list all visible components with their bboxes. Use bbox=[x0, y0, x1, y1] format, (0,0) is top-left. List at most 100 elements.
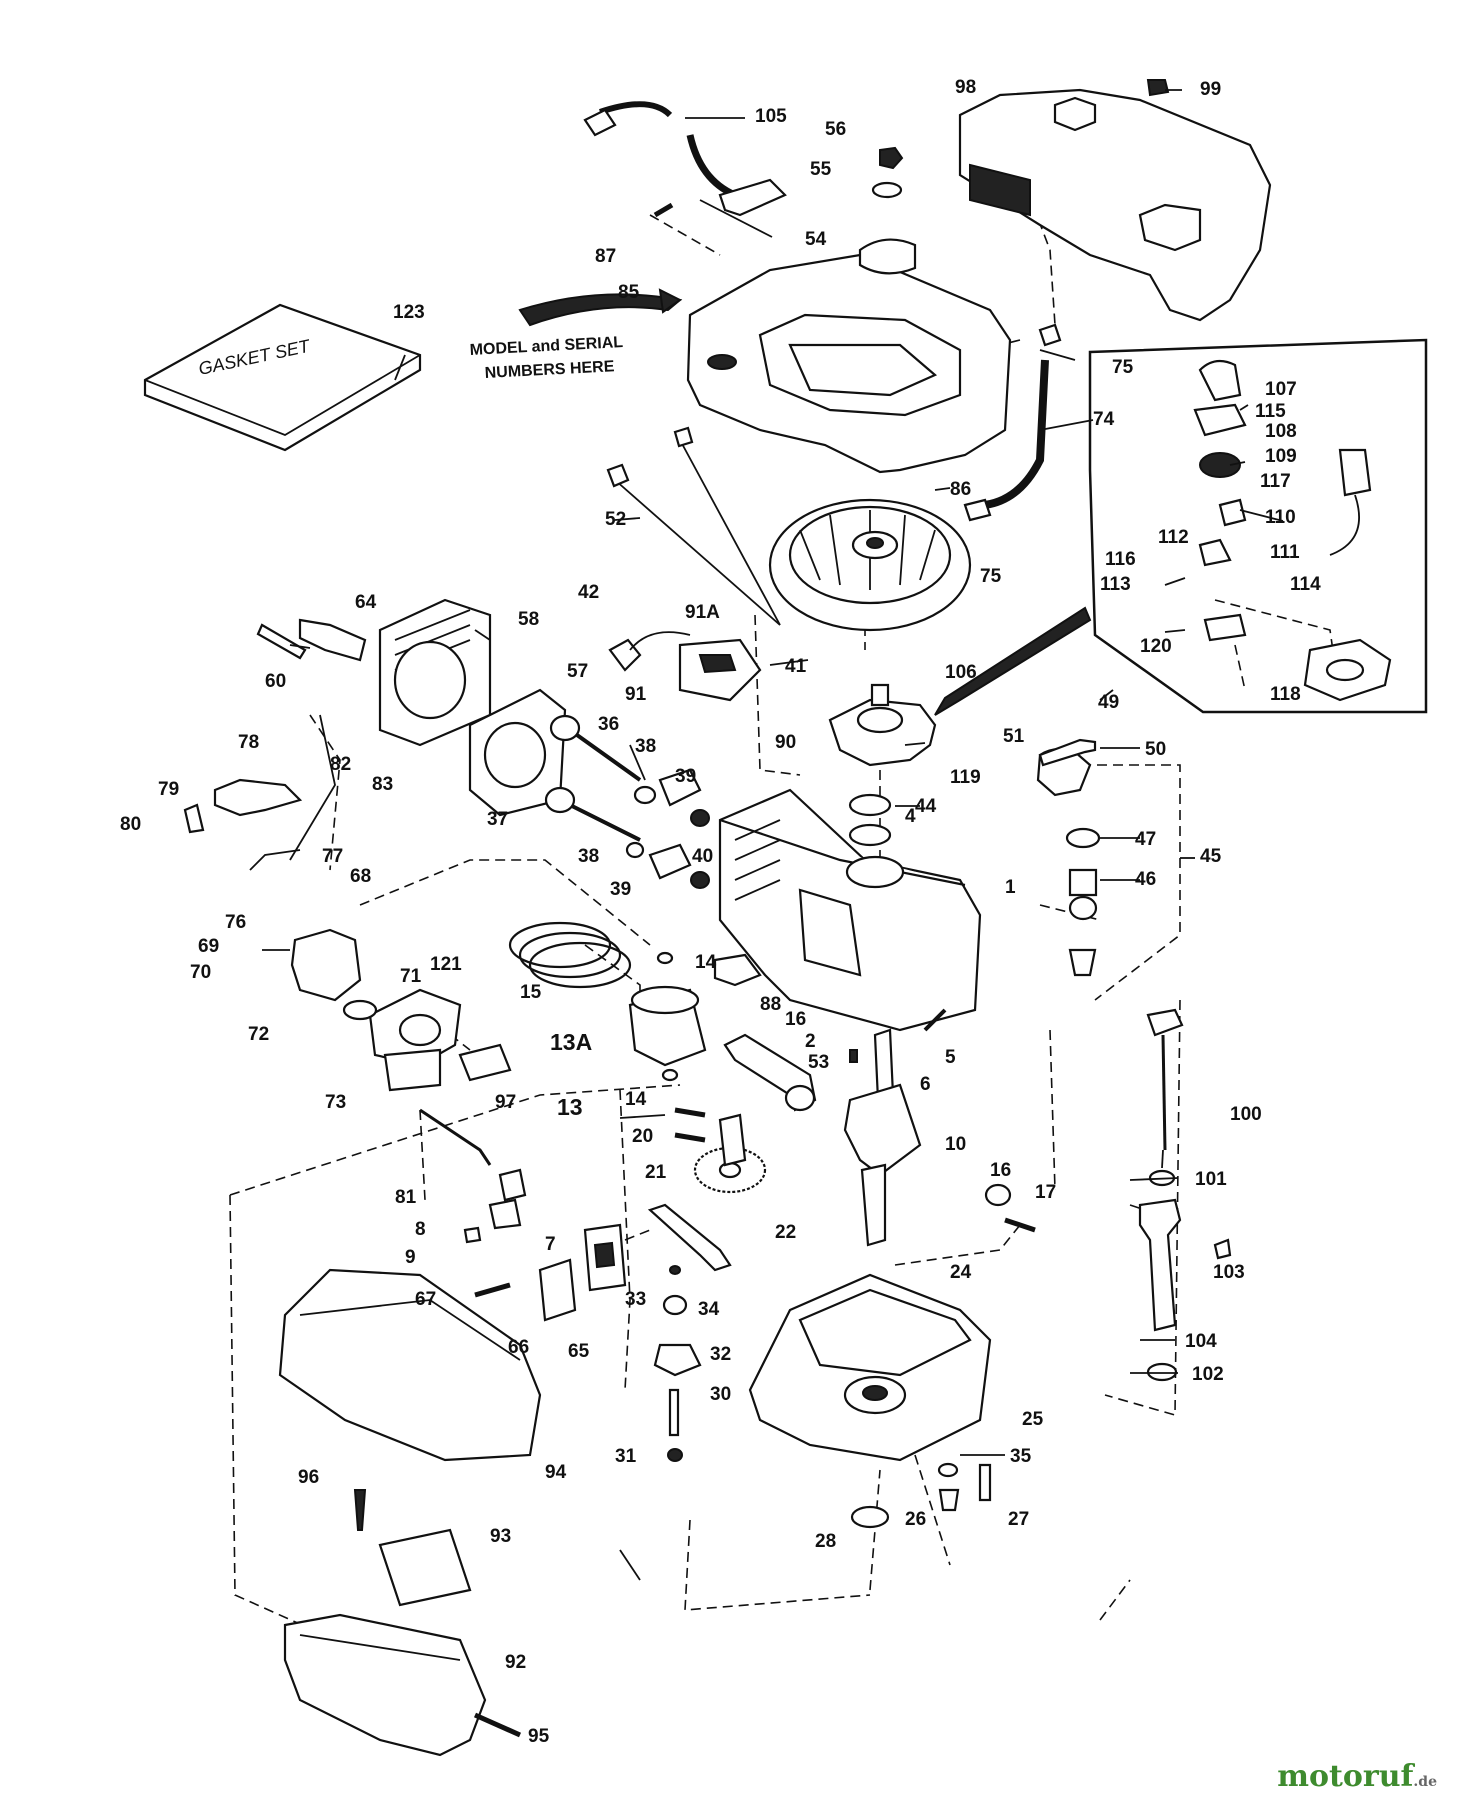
air-filter-element bbox=[378, 1528, 472, 1607]
part-label: 101 bbox=[1195, 1169, 1227, 1190]
part-label: 80 bbox=[120, 814, 141, 835]
label-leaders bbox=[262, 89, 1284, 1581]
governor-parts bbox=[419, 1108, 527, 1244]
part-label: 36 bbox=[598, 714, 619, 735]
part-label: 4 bbox=[905, 806, 916, 827]
fuel-pipe bbox=[1038, 738, 1097, 767]
part-label: 57 bbox=[567, 661, 588, 682]
part-label: 68 bbox=[350, 866, 371, 887]
head-gasket bbox=[468, 688, 567, 817]
part-label: 90 bbox=[775, 732, 796, 753]
part-label: 14 bbox=[625, 1089, 647, 1110]
part-label: 42 bbox=[578, 582, 599, 603]
part-label: 108 bbox=[1265, 421, 1297, 442]
part-label: 103 bbox=[1213, 1262, 1245, 1283]
part-label: 58 bbox=[518, 609, 539, 630]
air-cleaner-base bbox=[283, 1613, 522, 1757]
fuel-tank bbox=[958, 88, 1272, 322]
breather bbox=[713, 953, 762, 987]
crankcase-sump bbox=[748, 1273, 992, 1462]
part-label: 85 bbox=[618, 282, 640, 303]
part-label: 91 bbox=[625, 684, 647, 705]
dipstick bbox=[1146, 1008, 1184, 1187]
wrist-pin-clips bbox=[656, 951, 679, 1082]
cylinder-head bbox=[378, 598, 492, 747]
flywheel bbox=[768, 498, 972, 632]
sump-small-parts bbox=[850, 1462, 992, 1529]
carburetor-gaskets bbox=[342, 999, 512, 1082]
part-label: 39 bbox=[675, 766, 696, 787]
assembly-guide-lines bbox=[229, 144, 1336, 1701]
part-label: 74 bbox=[1093, 409, 1115, 430]
part-label: 91A bbox=[685, 602, 720, 623]
part-label: 75 bbox=[1112, 357, 1134, 378]
part-label: 109 bbox=[1265, 446, 1297, 467]
part-label: 94 bbox=[545, 1462, 567, 1483]
part-label: 51 bbox=[1003, 726, 1025, 747]
governor-assembly bbox=[653, 1265, 702, 1462]
part-label: 120 bbox=[1140, 636, 1172, 657]
part-label: 13 bbox=[557, 1094, 583, 1120]
part-label: 1 bbox=[1005, 877, 1016, 898]
part-label: 14 bbox=[695, 952, 717, 973]
part-label: 2 bbox=[805, 1031, 816, 1052]
part-label: 27 bbox=[1008, 1509, 1029, 1530]
part-label: 115 bbox=[1255, 401, 1286, 422]
part-label: 100 bbox=[1230, 1104, 1262, 1125]
head-bolt bbox=[256, 623, 307, 660]
part-label: 65 bbox=[568, 1341, 590, 1362]
part-label: 88 bbox=[760, 994, 781, 1015]
oil-seals bbox=[848, 748, 1101, 977]
part-label: 16 bbox=[990, 1160, 1011, 1181]
part-label: 30 bbox=[710, 1384, 731, 1405]
crankshaft bbox=[843, 1028, 922, 1247]
part-label: 38 bbox=[578, 846, 599, 867]
part-label: 86 bbox=[950, 479, 971, 500]
part-label: 25 bbox=[1022, 1409, 1044, 1430]
air-cleaner-screw bbox=[353, 1489, 367, 1531]
part-label: 54 bbox=[805, 229, 827, 250]
part-label: 17 bbox=[1035, 1182, 1056, 1203]
part-label: 24 bbox=[950, 1262, 972, 1283]
part-label: 71 bbox=[400, 966, 422, 987]
part-label: 46 bbox=[1135, 869, 1156, 890]
air-cleaner-cover bbox=[278, 1268, 542, 1462]
part-labels: 105 56 55 54 87 98 99 85 123 75 74 107 1… bbox=[120, 77, 1321, 1747]
governor-linkage bbox=[183, 714, 336, 871]
part-label: 67 bbox=[415, 1289, 436, 1310]
part-label: 64 bbox=[355, 592, 377, 613]
part-label: 15 bbox=[520, 982, 542, 1003]
model-serial-line-2: NUMBERS HERE bbox=[484, 358, 615, 382]
part-label: 79 bbox=[158, 779, 179, 800]
part-label: 102 bbox=[1192, 1364, 1224, 1385]
part-label: 35 bbox=[1010, 1446, 1032, 1467]
cylinder-block bbox=[718, 788, 982, 1032]
part-label: 105 bbox=[755, 106, 787, 127]
part-label: 76 bbox=[225, 912, 246, 933]
gasket-set-package: GASKET SET bbox=[143, 303, 422, 452]
part-label: 118 bbox=[1270, 684, 1301, 705]
part-label: 53 bbox=[808, 1052, 829, 1073]
part-label: 92 bbox=[505, 1652, 526, 1673]
top-small-parts bbox=[653, 79, 1170, 522]
part-label: 6 bbox=[920, 1074, 931, 1095]
part-label: 98 bbox=[955, 77, 976, 98]
part-label: 34 bbox=[698, 1299, 720, 1320]
piston bbox=[628, 985, 707, 1067]
model-serial-note: MODEL and SERIAL NUMBERS HERE bbox=[469, 288, 683, 382]
part-label: 20 bbox=[632, 1126, 653, 1147]
part-label: 10 bbox=[945, 1134, 966, 1155]
inset-parts-box bbox=[1088, 338, 1428, 714]
part-label: 78 bbox=[238, 732, 259, 753]
connecting-rod bbox=[723, 1033, 817, 1112]
part-label: 56 bbox=[825, 119, 846, 140]
part-label: 16 bbox=[785, 1009, 806, 1030]
part-label: 69 bbox=[198, 936, 219, 957]
part-label: 113 bbox=[1100, 574, 1131, 595]
part-label: 9 bbox=[405, 1247, 416, 1268]
part-label: 26 bbox=[905, 1509, 926, 1530]
watermark: motoruf.de bbox=[1277, 1759, 1437, 1794]
part-label: 32 bbox=[710, 1344, 731, 1365]
part-label: 40 bbox=[692, 846, 713, 867]
